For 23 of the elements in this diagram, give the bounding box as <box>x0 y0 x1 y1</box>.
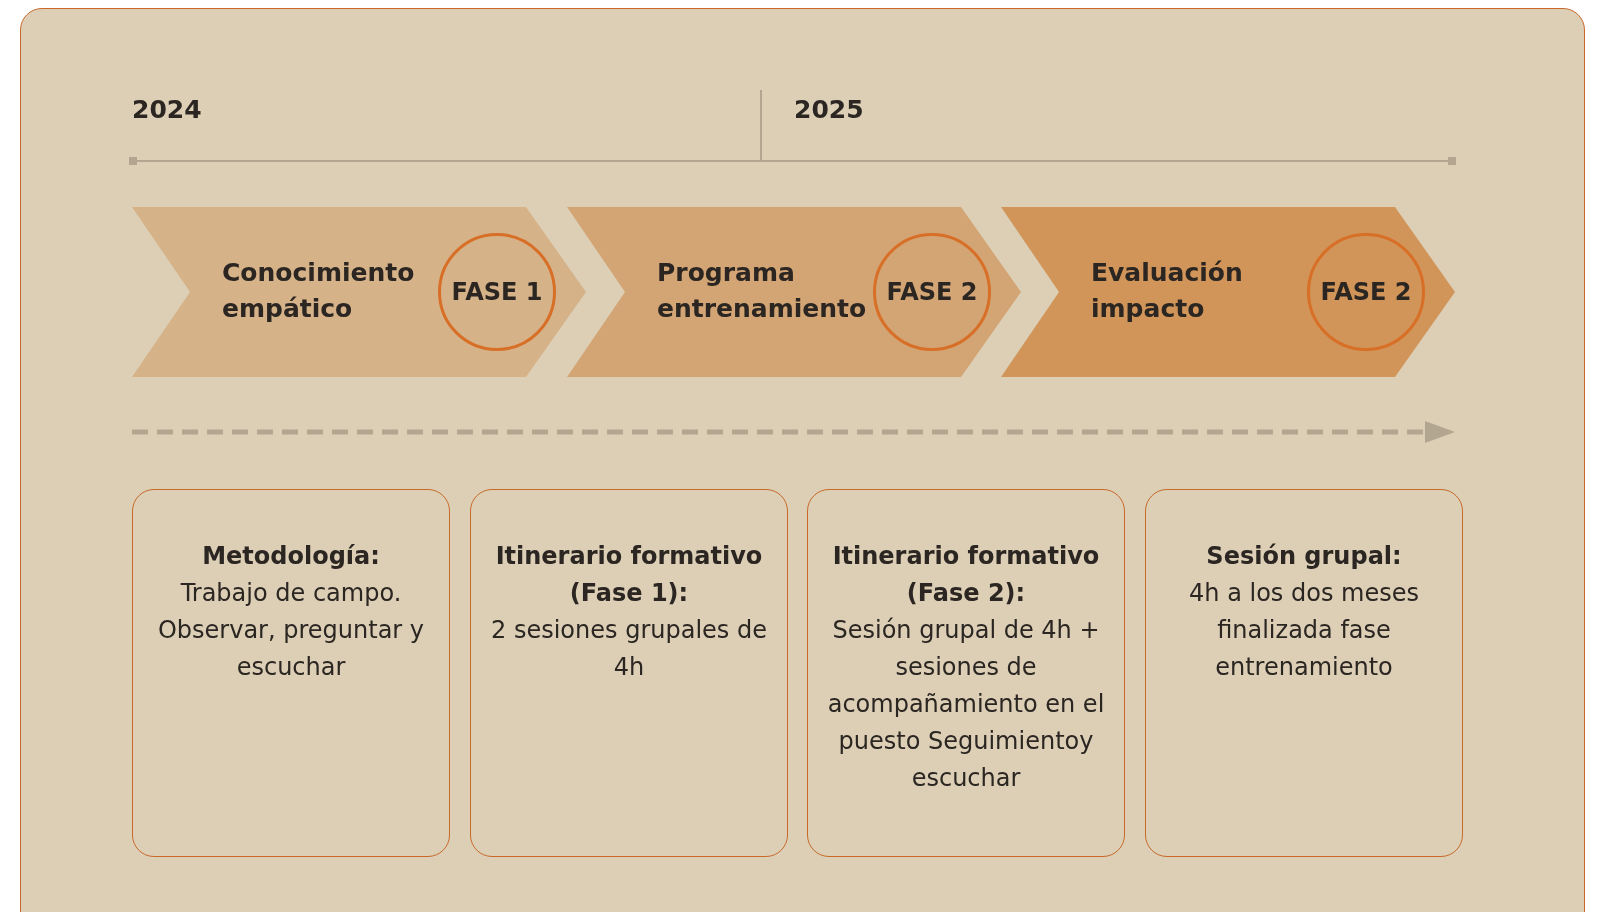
phase-title: Evaluación impacto <box>1091 257 1244 325</box>
card-heading: Sesión grupal: <box>1205 541 1403 572</box>
phase-title: Conocimiento empático <box>222 257 416 325</box>
info-card <box>470 489 788 857</box>
info-card <box>807 489 1125 857</box>
card-text: 2 sesiones grupales de 4h <box>490 615 768 683</box>
phase-circle <box>438 233 556 351</box>
phase-number: FASE 1 <box>451 278 543 306</box>
info-card <box>1145 489 1463 857</box>
card-heading: Itinerario formativo (Fase 2): <box>831 541 1101 609</box>
phase-title: Programa entrenamiento <box>657 257 868 325</box>
phase-number: FASE 2 <box>1320 278 1412 306</box>
phase-circle <box>1307 233 1425 351</box>
card-text: Trabajo de campo. Observar, preguntar y escuchar <box>156 578 426 683</box>
year-label: 2024 <box>132 95 202 124</box>
card-text: Sesión grupal de 4h + sesiones de acompañamiento en el puesto Seguimientoy escuchar <box>826 615 1106 794</box>
year-label: 2025 <box>794 95 864 124</box>
card-heading: Itinerario formativo (Fase 1): <box>494 541 764 609</box>
info-card <box>132 489 450 857</box>
phase-circle <box>873 233 991 351</box>
phase-number: FASE 2 <box>886 278 978 306</box>
card-text: 4h a los dos meses finalizada fase entrenamiento <box>1188 578 1420 683</box>
card-heading: Metodología: <box>201 541 381 572</box>
